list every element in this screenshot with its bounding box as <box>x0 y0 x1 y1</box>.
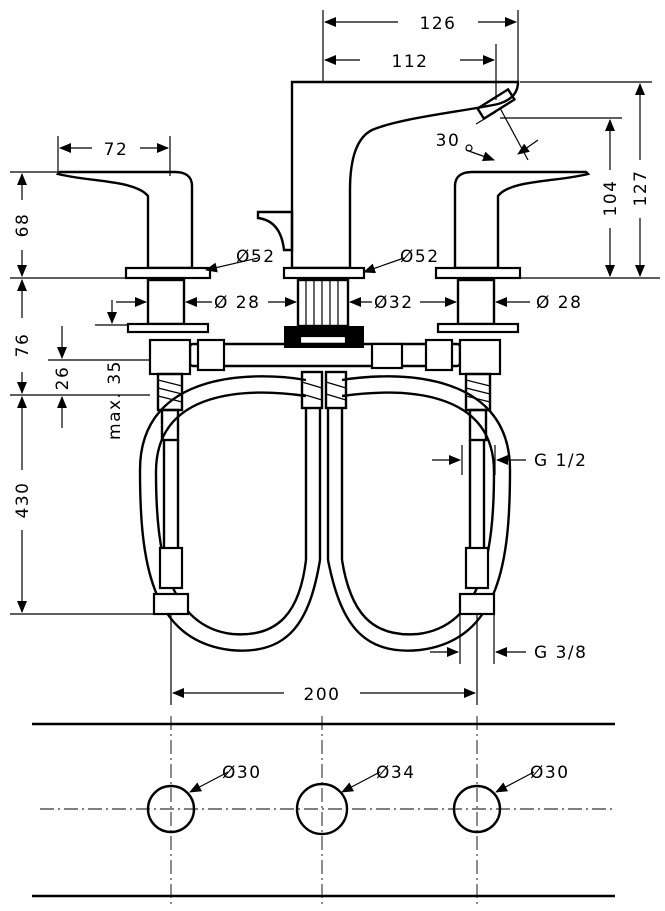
dim-spout-total-height: 127 <box>520 81 652 277</box>
dim-rosette-left: Ø52 <box>205 247 276 273</box>
left-rosette <box>124 266 212 280</box>
spout <box>256 80 520 280</box>
pop-up-lever <box>256 210 294 252</box>
dim-body-height-label: 26 <box>53 366 73 391</box>
dim-hose-length-label: 430 <box>13 482 33 519</box>
dim-handle-height: 68 <box>10 171 125 279</box>
left-flange <box>126 322 210 334</box>
hoses <box>138 375 512 652</box>
dim-shank-left-label: Ø 28 <box>214 293 260 313</box>
dim-hose-length: 430 <box>10 396 158 615</box>
dim-shank-spout-label: Ø32 <box>374 293 414 313</box>
left-compression-nut <box>152 592 190 616</box>
dim-center-spacing: 200 <box>170 614 478 705</box>
hole-center <box>295 782 349 836</box>
right-flange <box>436 322 520 334</box>
spout-aerator <box>475 87 517 121</box>
dim-hole-center: Ø34 <box>341 763 416 793</box>
dim-shank-spout: Ø32 <box>349 293 457 313</box>
right-rosette <box>434 266 522 280</box>
dim-deck-thickness-label: max. 35 <box>105 360 125 440</box>
mounting-plate <box>32 716 615 905</box>
right-shank <box>456 278 496 326</box>
dim-center-spacing-label: 200 <box>304 685 341 705</box>
dim-hose-thread-label: G 3/8 <box>534 643 587 663</box>
spout-shank <box>284 278 364 348</box>
dim-inlet-thread-label: G 1/2 <box>534 451 587 471</box>
dim-shank-length-label: 76 <box>13 333 33 358</box>
dim-rosette-spout: Ø52 <box>363 247 440 274</box>
dim-hole-right-label: Ø30 <box>530 763 570 783</box>
dim-spout-width: 126 <box>322 10 519 82</box>
dim-hole-left-label: Ø30 <box>222 763 262 783</box>
hole-right <box>452 784 502 834</box>
dim-hole-right: Ø30 <box>495 763 570 793</box>
dim-shank-right: Ø 28 <box>495 293 582 313</box>
left-shank <box>146 278 186 326</box>
center-tails <box>300 370 348 410</box>
dim-hose-thread: G 3/8 <box>430 614 587 664</box>
dim-spout-angle-label: 30 <box>436 131 461 151</box>
dim-spout-width-label: 126 <box>420 14 457 34</box>
right-handle <box>434 170 591 334</box>
connector-assembly <box>148 338 502 376</box>
dim-handle-height-label: 68 <box>13 213 33 238</box>
dim-spout-outlet-height: 104 <box>500 117 660 279</box>
dim-spout-reach: 112 <box>324 44 497 100</box>
spout-rosette <box>282 266 366 280</box>
dim-spout-reach-label: 112 <box>392 52 429 72</box>
dim-shank-right-label: Ø 28 <box>536 293 582 313</box>
hole-left <box>146 784 196 834</box>
dim-shank-length: 76 <box>10 279 150 396</box>
dim-hole-center-label: Ø34 <box>376 763 416 783</box>
left-handle <box>55 170 212 334</box>
right-compression-nut <box>458 592 496 616</box>
dim-body-height: 26 <box>48 326 150 428</box>
dim-hole-left: Ø30 <box>189 763 262 793</box>
dim-spout-total-height-label: 127 <box>631 170 651 207</box>
left-valve-body <box>148 338 192 376</box>
dim-spout-outlet-height-label: 104 <box>601 180 621 217</box>
dim-handle-width: 72 <box>57 136 171 176</box>
left-tail <box>156 372 184 442</box>
right-valve-body <box>458 338 502 376</box>
dim-deck-thickness: max. 35 <box>95 300 150 440</box>
dim-shank-left: Ø 28 <box>116 293 297 313</box>
dim-handle-width-label: 72 <box>104 140 129 160</box>
dim-rosette-left-label: Ø52 <box>236 247 276 267</box>
dim-rosette-spout-label: Ø52 <box>400 247 440 267</box>
dim-inlet-thread: G 1/2 <box>432 445 587 475</box>
